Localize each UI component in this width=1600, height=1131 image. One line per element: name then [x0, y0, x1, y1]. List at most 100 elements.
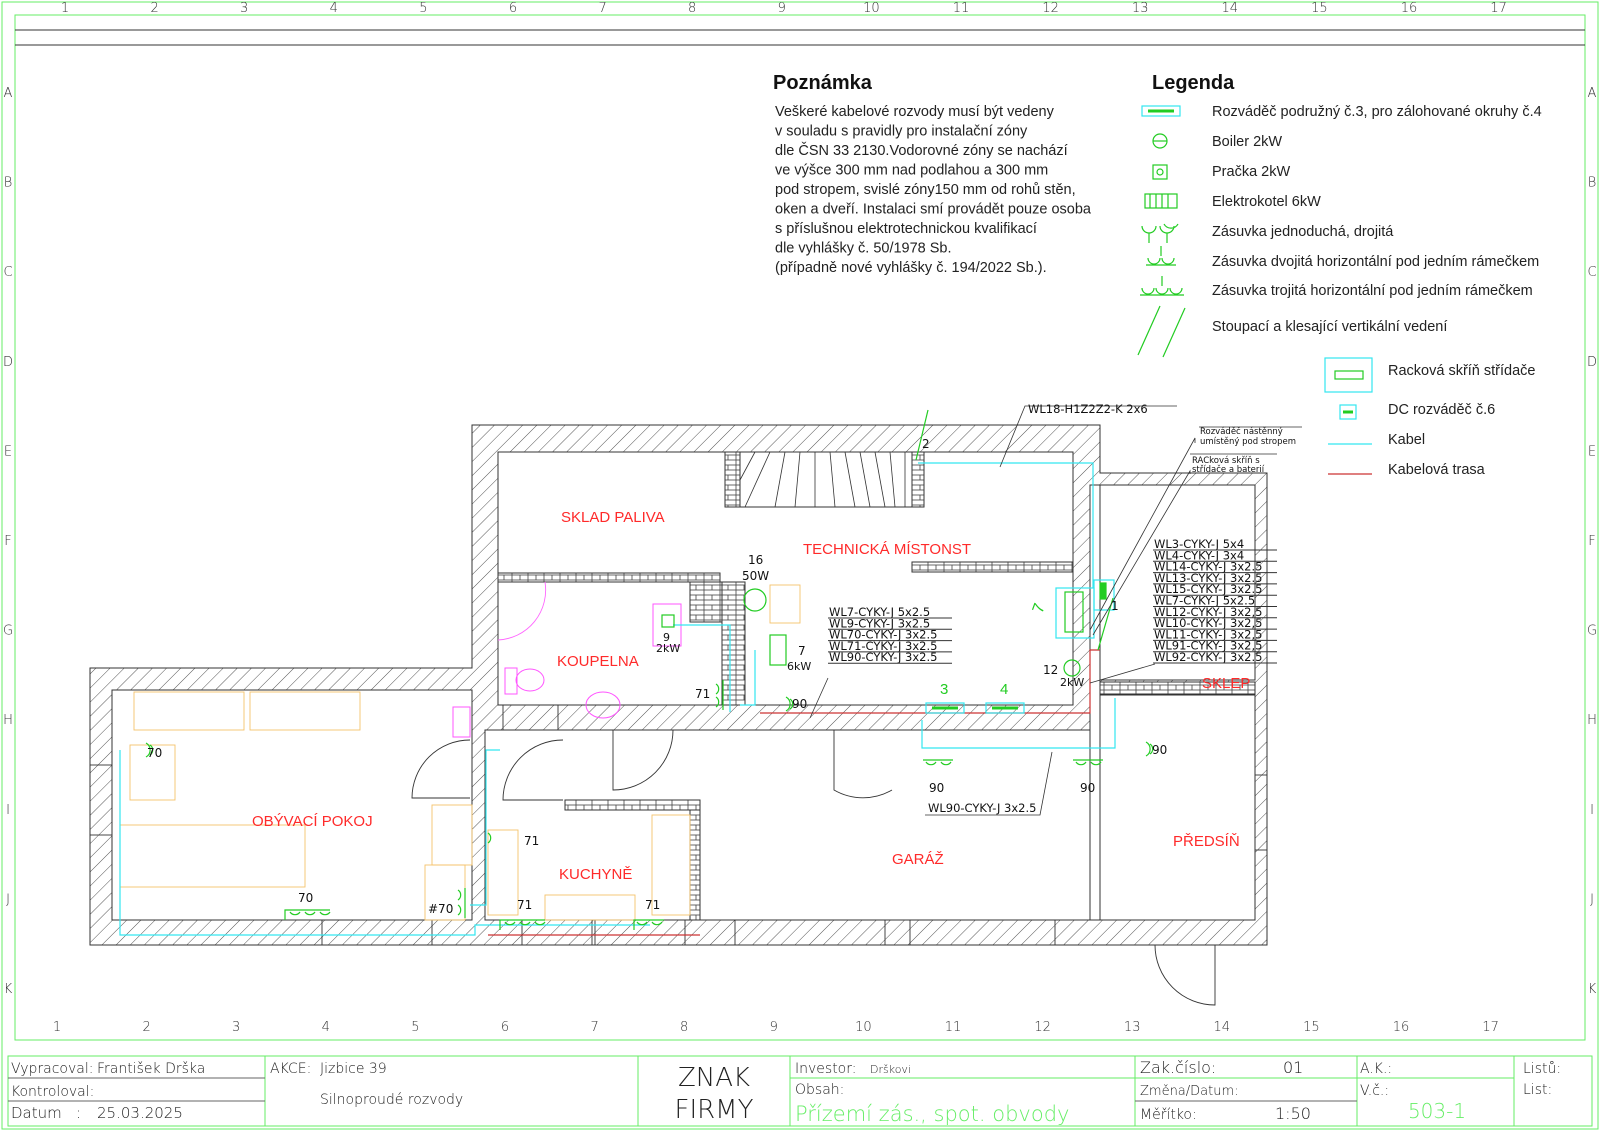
ruler-column-label: 5	[419, 1, 427, 16]
ruler-column-label: 2	[142, 1020, 150, 1035]
ekotel-number: 7	[798, 644, 806, 658]
room-label-garaz: GARÁŽ	[892, 851, 944, 868]
vypracoval-value: František Drška	[97, 1061, 205, 1077]
electric-boiler-icon	[769, 634, 787, 666]
note-title: Poznámka	[773, 72, 873, 94]
cable-label: WL7-CYKY-J 5x2.5	[1154, 594, 1255, 608]
legend-item-label: Kabel	[1388, 432, 1425, 448]
room-label-predsin: PŘEDSÍŇ	[1173, 833, 1240, 850]
legend-item-label: Kabelová trasa	[1388, 462, 1486, 478]
ruler-row-label: H	[1587, 713, 1597, 728]
socket-90-garage-left: 90	[929, 781, 944, 795]
obsah-value: Přízemí zás., spot. obvody	[795, 1102, 1069, 1126]
ruler-row-label: I	[6, 803, 10, 818]
cable-label: WL91-CYKY-J 3x2,5	[1154, 639, 1262, 653]
socket-90-tech: 90	[792, 697, 807, 711]
socket-double-icon	[715, 680, 724, 710]
investor-value: Drškovi	[870, 1063, 911, 1076]
ruler-row-label: J	[1590, 892, 1594, 907]
zmena-label: Změna/Datum:	[1140, 1084, 1239, 1099]
cable-label: WL7-CYKY-J 5x2.5	[829, 605, 930, 619]
socket-double-icon	[1073, 759, 1103, 766]
ruler-row-label: F	[4, 534, 11, 549]
note-line: Veškeré kabelové rozvody musí být vedeny	[775, 104, 1055, 120]
callout-rack-line1: RACková skříň s	[1192, 455, 1260, 466]
socket-90-hall: 90	[1152, 743, 1167, 757]
dc-board-icon	[1099, 582, 1107, 600]
ruler-row-label: G	[1587, 624, 1597, 639]
socket-triple-icon	[284, 909, 331, 920]
washer-number: 9	[663, 631, 670, 644]
ruler-column-label: 11	[953, 1, 970, 16]
legend: Legenda Rozváděč podružný č.3, pro záloh…	[1152, 72, 1542, 478]
symbols	[145, 409, 1154, 930]
legend-item-label: Rozváděč podružný č.3, pro zálohované ok…	[1212, 104, 1542, 120]
riser-board-number: 1	[1111, 599, 1119, 613]
list-label: List:	[1523, 1082, 1552, 1098]
ruler-column-label: 14	[1214, 1020, 1231, 1035]
ruler-row-label: D	[1587, 355, 1597, 370]
washer-icon	[661, 614, 675, 628]
ruler-column-label: 15	[1311, 1, 1328, 16]
boiler-power: 50W	[742, 569, 769, 583]
cable-label: WL4-CYKY-J 3x4	[1154, 548, 1244, 562]
note-line: dle ČSN 33 2130.Vodorovné zóny se nacház…	[775, 142, 1068, 159]
ruler-column-label: 10	[863, 1, 880, 16]
ruler-column-label: 13	[1124, 1020, 1141, 1035]
boiler-icon	[743, 588, 767, 612]
ruler-row-label: K	[4, 982, 13, 997]
datum-value: 25.03.2025	[97, 1104, 183, 1122]
callout-wl90-garage: WL90-CYKY-J 3x2.5	[928, 801, 1036, 815]
cable-label: WL92-CYKY-J 3x2.5	[1154, 650, 1262, 664]
ruler-column-label: 7	[590, 1020, 598, 1035]
callout-rack-line2: střídače a baterií	[1192, 464, 1265, 475]
socket-double-icon	[923, 759, 953, 766]
listu-label: Listů:	[1523, 1061, 1561, 1077]
note-line: oken a dveří. Instalaci smí provádět pou…	[775, 202, 1092, 218]
socket-90-garage-right: 90	[1080, 781, 1095, 795]
ruler-column-label: 3	[240, 1, 248, 16]
ruler-row-label: K	[1588, 982, 1597, 997]
akce-label: AKCE:	[270, 1061, 311, 1077]
room-label-sklad: SKLAD PALIVA	[561, 509, 665, 526]
ruler-column-label: 9	[778, 1, 786, 16]
note-line: s příslušnou elektrotechnickou kvalifika…	[775, 221, 1037, 237]
ruler-column-label: 11	[945, 1020, 962, 1035]
ruler-column-label: 8	[688, 1, 696, 16]
boiler-number: 16	[748, 553, 763, 567]
obsah-label: Obsah:	[795, 1082, 844, 1098]
room-label-kuchyne: KUCHYNĚ	[559, 866, 632, 883]
callout-board-line1: Rozváděč nástěnný	[1200, 426, 1283, 437]
socket-triple-icon	[499, 919, 546, 930]
distribution-board-icon	[925, 702, 965, 714]
ruler-column-label: 12	[1042, 1, 1059, 16]
cable-label: WL14-CYKY-J 3x2.5	[1154, 560, 1262, 574]
vypracoval-label: Vypracoval:	[11, 1061, 93, 1077]
riser-icon	[1097, 597, 1114, 651]
grid-ruler: 1122334455667788991010111112121313141415…	[3, 1, 1597, 1035]
note-line: (případně nové vyhlášky č. 194/2022 Sb.)…	[775, 260, 1047, 276]
cable-label: WL3-CYKY-J 5x4	[1154, 537, 1244, 551]
legend-item-label: Elektrokotel 6kW	[1212, 194, 1321, 210]
cable-label: WL15-CYKY-J 3x2.5	[1154, 582, 1262, 596]
legend-item-label: Racková skříň střídače	[1388, 363, 1535, 379]
ruler-column-label: 17	[1490, 1, 1507, 16]
ruler-column-label: 5	[411, 1020, 419, 1035]
cable-label: WL13-CYKY-J 3x2.5	[1154, 571, 1262, 585]
company-logo-line2: FIRMY	[674, 1095, 753, 1125]
distribution-board-icon	[985, 702, 1025, 714]
ruler-column-label: 2	[150, 1, 158, 16]
ruler-column-label: 4	[330, 1, 338, 16]
legend-title: Legenda	[1152, 72, 1235, 94]
legend-item-label: Zásuvka dvojitá horizontální pod jedním …	[1212, 254, 1539, 270]
ruler-row-label: B	[4, 176, 13, 191]
cable-label: WL11-CYKY-J 3x2,5	[1154, 627, 1262, 641]
ruler-row-label: B	[1588, 176, 1597, 191]
ruler-column-label: 16	[1401, 1, 1418, 16]
ruler-column-label: 15	[1303, 1020, 1320, 1035]
ruler-row-label: I	[1590, 803, 1594, 818]
ruler-column-label: 7	[598, 1, 606, 16]
ak-label: A.K.:	[1360, 1061, 1392, 1077]
